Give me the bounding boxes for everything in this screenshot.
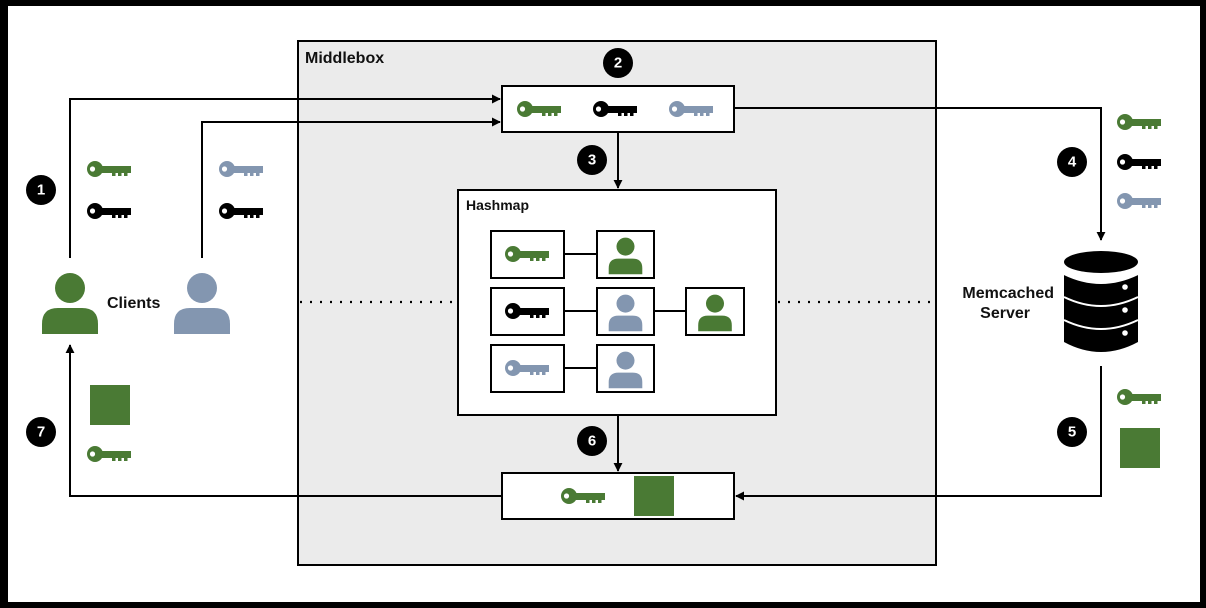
step-badge-5: 5 (1057, 417, 1087, 447)
server-label-line1: Memcached (962, 285, 1054, 302)
svg-text:5: 5 (1068, 424, 1076, 441)
svg-text:7: 7 (37, 424, 45, 441)
svg-text:6: 6 (588, 433, 596, 450)
hashmap-key-cell (490, 287, 565, 336)
server-label-line2: Server (980, 305, 1030, 322)
step-badge-3: 3 (577, 145, 607, 175)
svg-text:4: 4 (1068, 154, 1077, 171)
middlebox-title: Middlebox (305, 50, 384, 67)
step-badge-4: 4 (1057, 147, 1087, 177)
step-badge-1: 1 (26, 175, 56, 205)
svg-text:1: 1 (37, 182, 45, 199)
hashmap-title: Hashmap (466, 197, 529, 213)
database-icon (1063, 251, 1139, 352)
svg-text:2: 2 (614, 55, 622, 72)
arrow-client1-to-batch (69, 94, 501, 258)
arrow-response-to-client (65, 344, 502, 497)
arrow-server-to-response (735, 366, 1102, 501)
arrow-client2-to-batch (201, 117, 501, 258)
value-block-icon (90, 385, 130, 425)
step-badge-2: 2 (603, 48, 633, 78)
value-block-icon (1120, 428, 1160, 468)
svg-text:3: 3 (588, 152, 596, 169)
step-badge-7: 7 (26, 417, 56, 447)
value-block-icon (634, 476, 674, 516)
clients-label: Clients (107, 295, 160, 312)
response-box (501, 472, 735, 520)
arrow-batch-to-server (734, 107, 1106, 241)
step-badge-6: 6 (577, 426, 607, 456)
